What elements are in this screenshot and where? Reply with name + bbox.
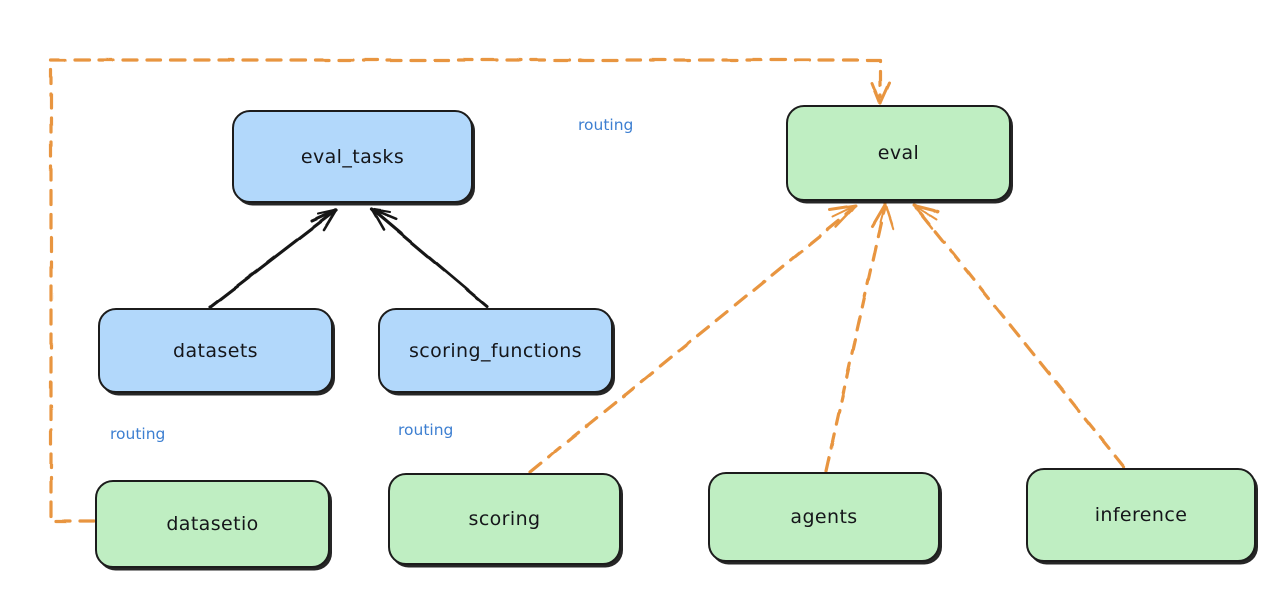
- node-datasetio[interactable]: datasetio: [95, 480, 330, 568]
- node-inference[interactable]: inference: [1026, 468, 1256, 562]
- node-label: datasets: [173, 339, 258, 362]
- edge-datasetio-to-eval: [49, 58, 891, 523]
- edge-label-routing-eval-tasks-eval: routing: [578, 116, 634, 134]
- edge-datasets-to-eval_tasks: [208, 208, 338, 309]
- node-scoring[interactable]: scoring: [388, 473, 621, 565]
- node-label: eval: [877, 142, 920, 164]
- edge-scoring-to-eval: [528, 204, 858, 474]
- node-label: datasetio: [166, 513, 259, 535]
- node-label: scoring_functions: [409, 339, 582, 362]
- node-datasets[interactable]: datasets: [98, 308, 333, 393]
- node-label: scoring: [468, 508, 541, 530]
- node-eval-tasks[interactable]: eval_tasks: [232, 110, 473, 203]
- node-label: inference: [1094, 504, 1188, 526]
- edge-label-routing-datasets-datasetio: routing: [110, 425, 166, 443]
- edge-agents-to-eval: [824, 202, 895, 473]
- node-label: agents: [790, 506, 858, 528]
- node-eval[interactable]: eval: [786, 105, 1011, 201]
- node-scoring-functions[interactable]: scoring_functions: [378, 308, 613, 393]
- node-label: eval_tasks: [300, 145, 405, 168]
- edge-scoring-functions-to-eval_tasks: [370, 207, 489, 308]
- edge-inference-to-eval: [912, 203, 1126, 469]
- edge-label-routing-scoring-functions-scoring: routing: [398, 421, 454, 439]
- node-agents[interactable]: agents: [708, 472, 940, 562]
